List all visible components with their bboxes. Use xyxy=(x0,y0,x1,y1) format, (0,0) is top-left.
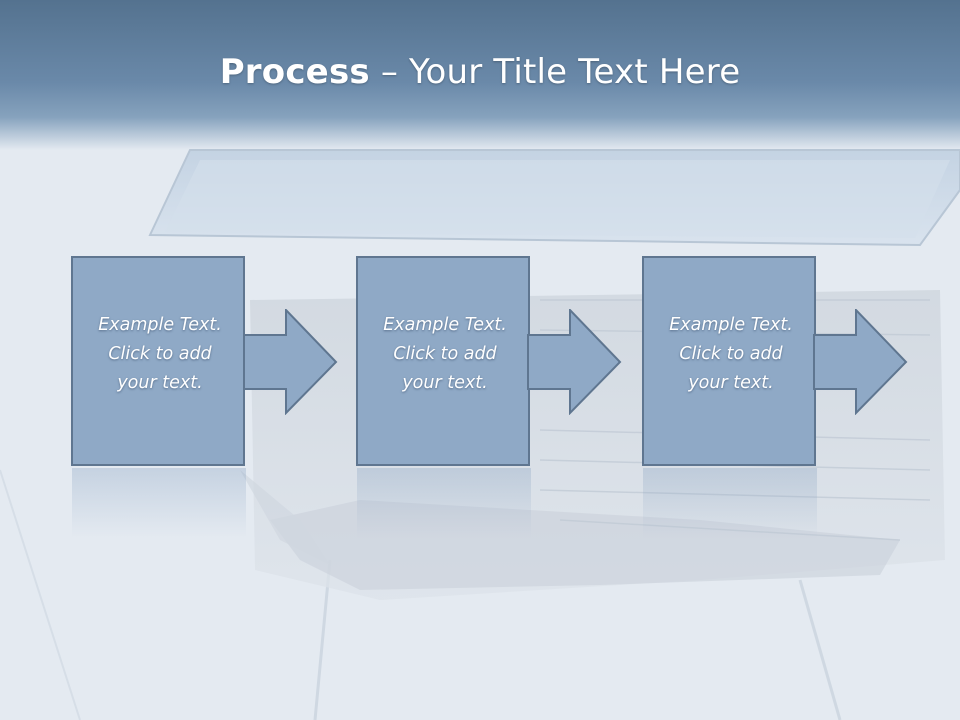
step-1-reflection xyxy=(72,468,246,538)
process-step-3[interactable]: Example Text. Click to add your text. xyxy=(642,256,817,466)
arrow-right-icon xyxy=(243,309,338,415)
step-2-text[interactable]: Example Text. Click to add your text. xyxy=(383,315,507,393)
step-3-text[interactable]: Example Text. Click to add your text. xyxy=(669,315,793,393)
process-step-2[interactable]: Example Text. Click to add your text. xyxy=(356,256,531,466)
arrow-right-icon xyxy=(527,309,622,415)
process-step-1[interactable]: Example Text. Click to add your text. xyxy=(71,256,246,466)
step-2-reflection xyxy=(357,468,531,538)
title-band xyxy=(0,0,960,150)
step-2-box xyxy=(356,256,530,466)
arrow-right-icon xyxy=(813,309,908,415)
slide-title[interactable]: Process – Your Title Text Here xyxy=(0,52,960,92)
step-1-box xyxy=(71,256,245,466)
title-bold: Process xyxy=(219,52,370,92)
step-3-box xyxy=(642,256,816,466)
step-1-text[interactable]: Example Text. Click to add your text. xyxy=(98,315,222,393)
step-3-reflection xyxy=(643,468,817,538)
title-rest: – Your Title Text Here xyxy=(369,52,741,92)
